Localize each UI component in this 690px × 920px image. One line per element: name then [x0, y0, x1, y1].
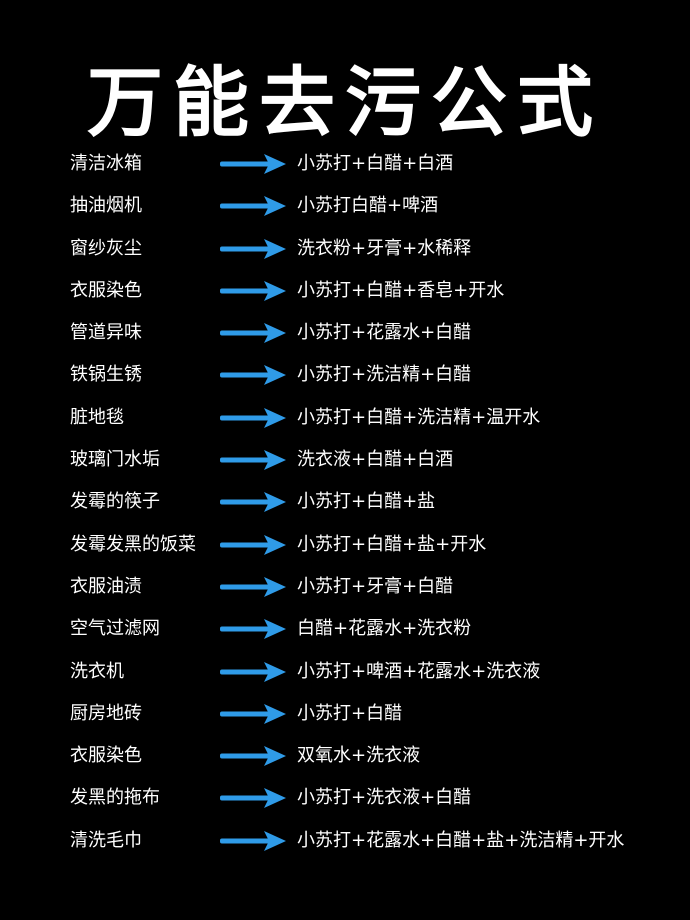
stain-label: 发霉发黑的饭菜	[70, 533, 196, 555]
cleaning-formula: 小苏打+白醋+白酒	[297, 153, 454, 174]
list-item: 衣服染色 小苏打+白醋+香皂+开水	[0, 270, 690, 312]
list-item: 清洗毛巾 小苏打+花露水+白醋+盐+洗洁精+开水	[0, 820, 690, 862]
cleaning-formula: 洗衣液+白醋+白酒	[297, 449, 454, 471]
cleaning-formula: 洗衣粉+牙膏+水稀释	[297, 237, 472, 259]
right-arrow-icon	[220, 450, 286, 471]
stain-label: 洗衣机	[70, 660, 124, 682]
right-arrow-icon	[220, 196, 286, 217]
right-arrow-icon	[220, 534, 286, 555]
stain-label: 玻璃门水垢	[70, 449, 160, 471]
stain-label: 清洗毛巾	[70, 829, 142, 851]
list-item: 发霉发黑的饭菜 小苏打+白醋+盐+开水	[0, 524, 690, 566]
stain-label: 空气过滤网	[70, 618, 160, 640]
right-arrow-icon	[220, 619, 286, 640]
right-arrow-icon	[220, 746, 286, 767]
cleaning-formula: 小苏打+花露水+白醋+盐+洗洁精+开水	[297, 829, 625, 851]
stain-label: 衣服染色	[70, 745, 142, 767]
cleaning-formula: 小苏打+啤酒+花露水+洗衣液	[297, 660, 541, 682]
right-arrow-icon	[220, 323, 286, 344]
list-item: 玻璃门水垢 洗衣液+白醋+白酒	[0, 439, 690, 481]
list-item: 脏地毯 小苏打+白醋+洗洁精+温开水	[0, 397, 690, 439]
cleaning-formula: 小苏打+洗衣液+白醋	[297, 787, 472, 809]
list-item: 发霉的筷子 小苏打+白醋+盐	[0, 481, 690, 523]
list-item: 衣服油渍 小苏打+牙膏+白醋	[0, 566, 690, 608]
right-arrow-icon	[220, 365, 286, 386]
list-item: 管道异味 小苏打+花露水+白醋	[0, 312, 690, 354]
list-item: 窗纱灰尘 洗衣粉+牙膏+水稀释	[0, 228, 690, 270]
cleaning-formula: 小苏打+白醋+洗洁精+温开水	[297, 406, 541, 428]
cleaning-formula: 白醋+花露水+洗衣粉	[297, 618, 472, 640]
list-item: 空气过滤网 白醋+花露水+洗衣粉	[0, 608, 690, 650]
stain-label: 衣服油渍	[70, 575, 142, 597]
cleaning-formula: 小苏打+白醋+香皂+开水	[297, 279, 505, 301]
right-arrow-icon	[220, 576, 286, 597]
list-item: 清洁冰箱 小苏打+白醋+白酒	[0, 143, 690, 185]
stain-label: 发黑的拖布	[70, 787, 160, 809]
stain-label: 管道异味	[70, 322, 142, 344]
stain-label: 铁锅生锈	[70, 364, 142, 386]
formula-list: 清洁冰箱 小苏打+白醋+白酒抽油烟机 小苏打白醋+啤酒窗纱灰尘 洗衣粉+牙膏+水稀释…	[0, 143, 690, 862]
right-arrow-icon	[220, 280, 286, 301]
stain-label: 厨房地砖	[70, 702, 142, 724]
cleaning-formula: 小苏打+花露水+白醋	[297, 322, 472, 344]
right-arrow-icon	[220, 830, 286, 851]
right-arrow-icon	[220, 661, 286, 682]
cleaning-formula: 小苏打+白醋+盐+开水	[297, 533, 487, 555]
stain-label: 清洁冰箱	[70, 153, 142, 174]
cleaning-formula: 小苏打+洗洁精+白醋	[297, 364, 472, 386]
cleaning-formula: 小苏打+牙膏+白醋	[297, 575, 454, 597]
stain-label: 窗纱灰尘	[70, 237, 142, 259]
right-arrow-icon	[220, 407, 286, 428]
list-item: 发黑的拖布 小苏打+洗衣液+白醋	[0, 777, 690, 819]
stain-label: 抽油烟机	[70, 195, 142, 217]
page-title: 万能去污公式	[87, 58, 603, 147]
cleaning-formula: 小苏打+白醋	[297, 702, 403, 724]
cleaning-formula: 双氧水+洗衣液	[297, 745, 421, 767]
cleaning-formula: 小苏打+白醋+盐	[297, 491, 436, 513]
stain-label: 衣服染色	[70, 279, 142, 301]
right-arrow-icon	[220, 788, 286, 809]
list-item: 厨房地砖 小苏打+白醋	[0, 693, 690, 735]
right-arrow-icon	[220, 238, 286, 259]
right-arrow-icon	[220, 703, 286, 724]
list-item: 铁锅生锈 小苏打+洗洁精+白醋	[0, 354, 690, 396]
list-item: 衣服染色 双氧水+洗衣液	[0, 735, 690, 777]
list-item: 抽油烟机 小苏打白醋+啤酒	[0, 185, 690, 227]
cleaning-formula: 小苏打白醋+啤酒	[297, 195, 439, 217]
stain-label: 发霉的筷子	[70, 491, 160, 513]
stain-label: 脏地毯	[70, 406, 124, 428]
list-item: 洗衣机 小苏打+啤酒+花露水+洗衣液	[0, 651, 690, 693]
right-arrow-icon	[220, 154, 286, 174]
right-arrow-icon	[220, 492, 286, 513]
